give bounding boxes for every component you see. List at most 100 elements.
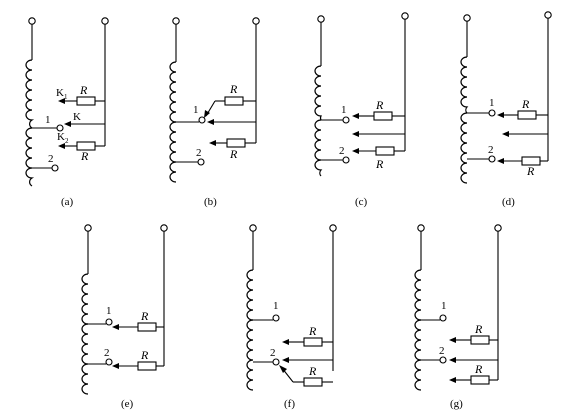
- output-terminal: [252, 17, 260, 25]
- coil-top-terminal: [172, 17, 180, 25]
- main-contact-label: K: [73, 111, 81, 123]
- tap-1-label: 1: [106, 305, 112, 317]
- panel-a: 1 2 R K1 K R K2 (a): [25, 17, 109, 208]
- resistor-k1: [76, 96, 96, 106]
- switch-k2-label: K2: [57, 131, 69, 145]
- resistor-upper-label: R: [140, 309, 149, 323]
- coil-lower: [169, 121, 177, 183]
- coil-top-terminal: [417, 224, 425, 232]
- arrow-k2: [58, 143, 65, 149]
- arrow-upper: [204, 110, 210, 118]
- resistor-lower-label: R: [526, 164, 535, 178]
- coil-lower: [460, 112, 468, 184]
- resistor-upper: [373, 111, 393, 121]
- resistor-k2-label: R: [80, 149, 89, 163]
- tap-2-contact: [342, 156, 350, 164]
- tap-1-label: 1: [193, 104, 199, 116]
- resistor-lower: [303, 377, 323, 387]
- arrow-upper: [497, 112, 504, 118]
- tap-2-label: 2: [439, 345, 445, 357]
- panel-e-caption: (e): [121, 398, 134, 410]
- arrow-upper: [449, 337, 456, 343]
- resistor-lower-label: R: [140, 348, 149, 362]
- coil-upper: [246, 269, 254, 321]
- resistor-upper-label: R: [229, 82, 238, 96]
- coil-top-terminal: [249, 224, 257, 232]
- arrow-middle: [207, 119, 214, 125]
- panel-d-caption: (d): [502, 196, 515, 208]
- coil-upper: [414, 269, 422, 321]
- panel-c: 1 2 R R (c): [314, 12, 409, 208]
- resistor-lower: [226, 138, 246, 148]
- tap-1-label: 1: [341, 104, 347, 116]
- arrow-lower: [279, 365, 287, 373]
- coil-lower: [25, 127, 35, 187]
- arrow-lower: [497, 158, 504, 164]
- arrow-lower: [352, 148, 359, 154]
- arrow-lower: [112, 363, 119, 369]
- resistor-lower-label: R: [375, 157, 384, 171]
- tap-1-contact: [342, 116, 350, 124]
- tap-1-contact: [488, 109, 496, 117]
- output-terminal: [329, 224, 337, 232]
- switch-k1-label: K1: [56, 87, 68, 101]
- resistor-upper-label: R: [521, 97, 530, 111]
- resistor-lower-label: R: [474, 362, 483, 376]
- coil-top-terminal: [28, 17, 36, 25]
- arrow-lower: [209, 140, 216, 146]
- output-terminal: [544, 11, 552, 19]
- tap-1-contact: [198, 116, 206, 124]
- resistor-lower-label: R: [308, 364, 317, 378]
- tap-2-contact: [272, 358, 280, 366]
- arrow-middle: [352, 131, 359, 137]
- coil-upper: [460, 56, 469, 114]
- resistor-upper: [137, 322, 157, 332]
- tap-2-label: 2: [270, 347, 276, 359]
- output-terminal: [401, 12, 409, 20]
- arrow-middle: [282, 357, 289, 363]
- coil-lower: [414, 319, 422, 391]
- tap-2-label: 2: [196, 147, 202, 159]
- coil-upper: [169, 61, 177, 123]
- tap-1-label: 1: [441, 300, 447, 312]
- resistor-upper: [517, 110, 537, 120]
- coil-lower: [314, 119, 323, 177]
- resistor-upper: [303, 337, 323, 347]
- arrow-upper: [112, 324, 119, 330]
- arrow-k1: [58, 98, 65, 104]
- panel-b-caption: (b): [204, 196, 217, 208]
- panel-f: 1 2 R R (f): [246, 224, 337, 410]
- tap-2-label: 2: [104, 347, 110, 359]
- arrow-middle: [449, 357, 456, 363]
- coil-top-terminal: [84, 224, 92, 232]
- tap-2-contact: [51, 164, 59, 172]
- panel-e: 1 2 R R (e): [81, 224, 168, 410]
- tap-1-label: 1: [45, 114, 51, 126]
- coil-top-terminal: [317, 15, 325, 23]
- panel-d: 1 2 R R (d): [460, 11, 552, 208]
- coil-upper: [314, 65, 322, 121]
- tap-2-contact: [488, 155, 496, 163]
- tap-2-contact: [105, 358, 113, 366]
- resistor-upper-label: R: [308, 324, 317, 338]
- coil-lower: [246, 319, 254, 391]
- coil-lower: [81, 323, 89, 395]
- resistor-lower: [470, 375, 490, 385]
- panel-c-caption: (c): [355, 196, 368, 208]
- resistor-lower: [375, 146, 395, 156]
- coil-top-terminal: [463, 14, 471, 22]
- panel-a-caption: (a): [61, 196, 74, 208]
- tap-2-label: 2: [488, 144, 494, 156]
- resistor-upper-label: R: [375, 98, 384, 112]
- tap-1-label: 1: [489, 97, 495, 109]
- panel-g-caption: (g): [450, 398, 463, 410]
- tap-2-label: 2: [339, 145, 345, 157]
- arrow-upper: [352, 113, 359, 119]
- coil-upper: [81, 273, 89, 325]
- arrow-middle: [502, 131, 509, 137]
- tap-2-contact: [197, 158, 205, 166]
- arrow-lower: [449, 377, 456, 383]
- resistor-k1-label: R: [79, 83, 88, 97]
- resistor-upper-label: R: [474, 322, 483, 336]
